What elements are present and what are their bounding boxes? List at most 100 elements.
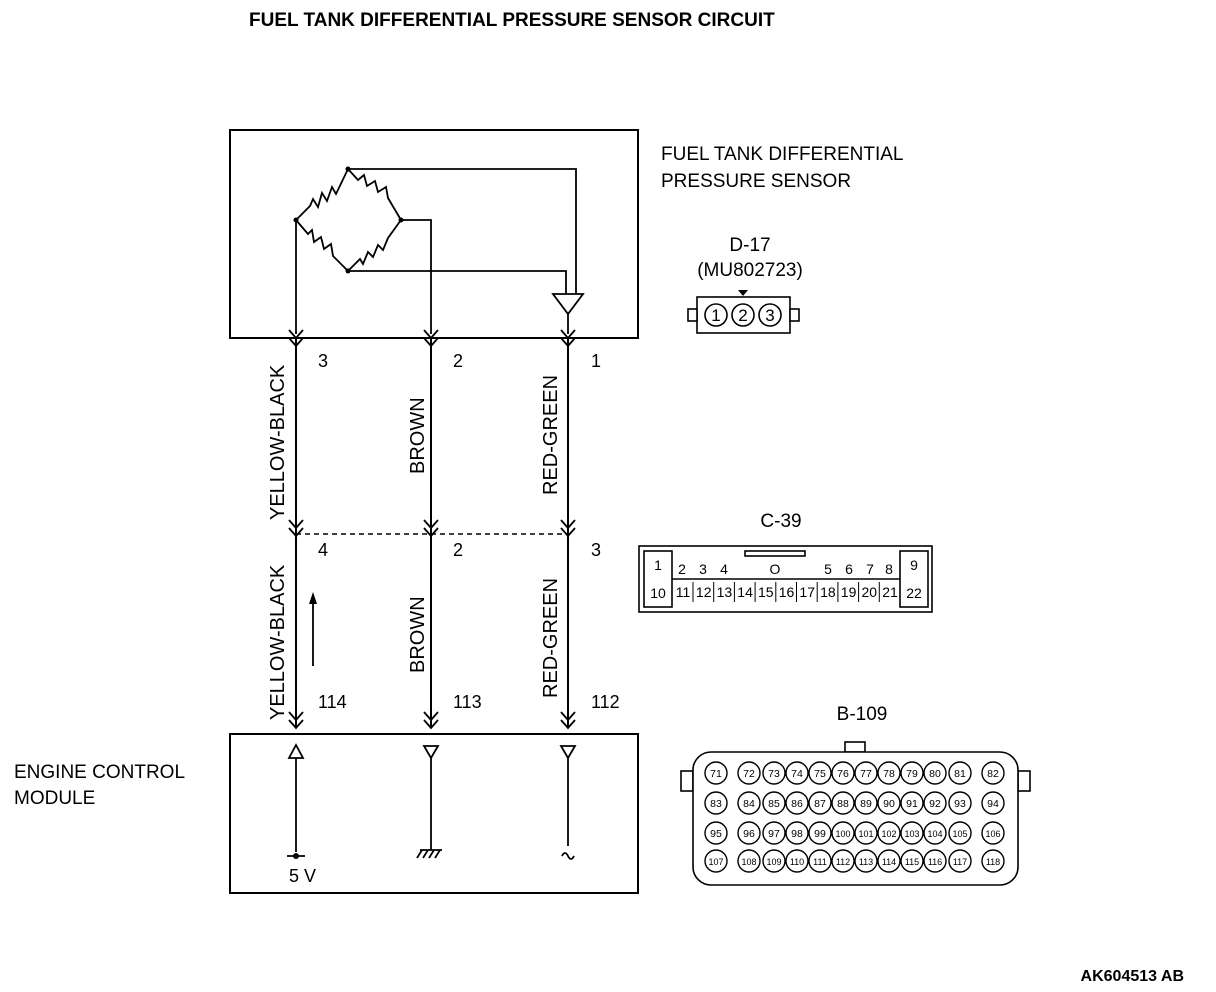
c39-pin-label: 20 [862, 584, 878, 600]
b109-pin-label: 98 [791, 828, 803, 840]
diagram-title: FUEL TANK DIFFERENTIAL PRESSURE SENSOR C… [249, 10, 775, 31]
b109-pin-label: 115 [905, 857, 919, 867]
figure-code: AK604513 AB [1081, 968, 1184, 985]
b109-pin-label: 79 [906, 768, 918, 780]
b109-pin-label: 101 [858, 829, 873, 839]
b109-pin-label: 108 [741, 857, 756, 867]
c39-pin-red-green: 3 [591, 540, 601, 560]
b109-pin-label: 76 [837, 768, 849, 780]
sensor-input-icon [559, 745, 577, 860]
b109-pin-circle [877, 821, 901, 845]
b109-pin-circle [785, 761, 809, 785]
b109-pin-circle [900, 761, 924, 785]
wire-label-red-green-upper: RED-GREEN [540, 375, 562, 495]
b109-pin-circle [948, 761, 972, 785]
b109-pin-circle [923, 761, 947, 785]
b109-pin-circle [854, 761, 878, 785]
ground-icon [416, 745, 442, 859]
b109-pin-circle [831, 849, 855, 873]
b109-pin-label: 95 [710, 828, 722, 840]
b109-pin-circle [854, 849, 878, 873]
b109-pin-label: 74 [791, 768, 803, 780]
b109-pin-circle [877, 791, 901, 815]
b109-pin-label: 103 [904, 829, 919, 839]
b109-pin-label: 81 [954, 768, 966, 780]
b109-pin-circle [785, 821, 809, 845]
ecm-label-line1: ENGINE CONTROL [14, 762, 185, 783]
b109-pin-label: 91 [906, 798, 918, 810]
b109-pin-circle [762, 761, 786, 785]
b109-pin-label: 90 [883, 798, 895, 810]
b109-pin-label: 84 [743, 798, 755, 810]
d17-pin-circle [704, 303, 728, 327]
b109-pin-label: 117 [953, 857, 967, 867]
b109-pin-label: 92 [929, 798, 941, 810]
c39-pin-label: 15 [758, 584, 774, 600]
d17-pin-circle [758, 303, 782, 327]
b109-pin-circle [808, 849, 832, 873]
b109-pin-circle [737, 761, 761, 785]
c39-pin-yellow-black: 4 [318, 540, 328, 560]
b109-pin-label: 71 [710, 768, 722, 780]
sensor-label-line1: FUEL TANK DIFFERENTIAL [661, 144, 903, 165]
c39-pin-label: 7 [866, 561, 874, 577]
c39-pin-label: 11 [676, 584, 691, 600]
b109-pin-circle [877, 849, 901, 873]
b109-pin-label: 99 [814, 828, 826, 840]
b109-pin-circle [785, 849, 809, 873]
c39-pin-label: 2 [678, 561, 686, 577]
b109-pin-circle [831, 761, 855, 785]
b109-pin-label: 97 [768, 828, 780, 840]
d17-pin-circle [731, 303, 755, 327]
b109-pin-circle [704, 761, 728, 785]
b109-pin-circle [981, 849, 1005, 873]
wire-label-yellow-black-upper: YELLOW-BLACK [267, 364, 289, 520]
d17-connector-part: (MU802723) [697, 260, 803, 281]
b109-pin-circle [923, 849, 947, 873]
b109-pin-circle [808, 791, 832, 815]
c39-pin-label: 9 [910, 557, 918, 573]
supply-5v-icon [287, 743, 305, 857]
b109-pin-label: 109 [766, 857, 781, 867]
b109-pin-label: 113 [859, 857, 873, 867]
c39-pin-label: 3 [699, 561, 707, 577]
b109-pin-label: 87 [814, 798, 826, 810]
c39-pin-label: 13 [717, 584, 733, 600]
c39-pin-label: 18 [820, 584, 836, 600]
sensor-label-line2: PRESSURE SENSOR [661, 171, 851, 192]
signal-direction-arrow-icon [309, 592, 317, 666]
b109-pin-circle [704, 849, 728, 873]
sensor-pin-brown: 2 [453, 351, 463, 371]
d17-connector-name: D-17 [729, 235, 770, 256]
c39-connector-name: C-39 [760, 511, 801, 532]
b109-pin-label: 72 [743, 768, 755, 780]
b109-pin-circle [737, 791, 761, 815]
b109-pin-circle [981, 821, 1005, 845]
b109-pin-label: 75 [814, 768, 826, 780]
sensor-box [229, 129, 639, 339]
b109-pin-circle [923, 821, 947, 845]
b109-pin-circle [854, 791, 878, 815]
c39-pin-brown: 2 [453, 540, 463, 560]
b109-connector-name: B-109 [837, 704, 888, 725]
b109-pin-circle [981, 761, 1005, 785]
b109-pin-circle [948, 821, 972, 845]
ecm-pin-brown: 113 [453, 692, 482, 712]
b109-pin-label: 94 [987, 798, 999, 810]
b109-pin-circle [831, 791, 855, 815]
b109-pin-label: 100 [835, 829, 850, 839]
b109-pin-circle [737, 849, 761, 873]
b109-pin-circle [900, 821, 924, 845]
c39-pin-label: 14 [737, 584, 753, 600]
b109-pin-circle [808, 761, 832, 785]
c39-pin-label: 8 [885, 561, 893, 577]
b109-pin-circle [948, 791, 972, 815]
b109-pin-label: 82 [987, 768, 999, 780]
b109-pin-label: 102 [881, 829, 896, 839]
wire-label-red-green-lower: RED-GREEN [540, 578, 562, 698]
b109-pin-label: 77 [860, 768, 872, 780]
b109-pin-circle [808, 821, 832, 845]
b109-pin-label: 85 [768, 798, 780, 810]
b109-pin-label: 111 [813, 857, 827, 867]
